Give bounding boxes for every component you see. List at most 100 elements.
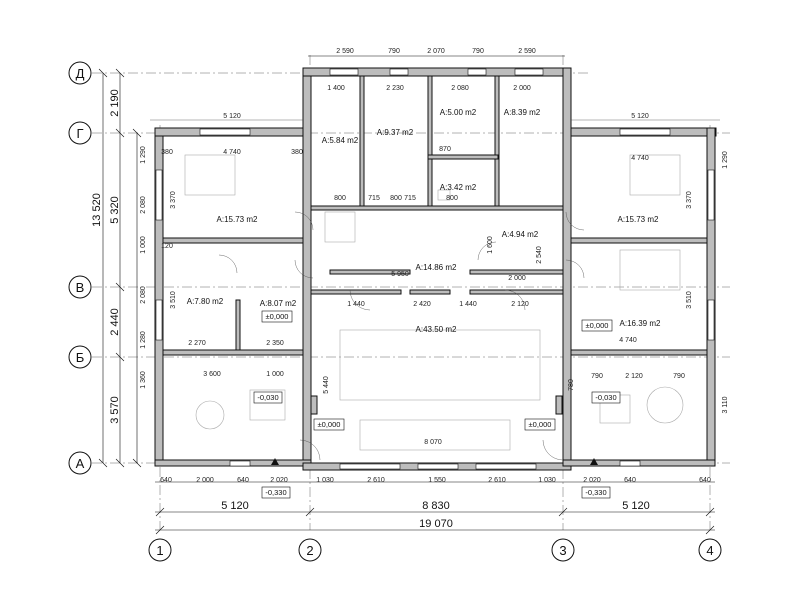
level-mark: ±0,000 <box>586 321 609 330</box>
dim-bottom-total: 19 070 <box>419 518 453 530</box>
room-area: A:7.80 m2 <box>187 297 224 306</box>
top-dimension-lines: 2 590 790 2 070 790 2 590 <box>308 48 565 57</box>
dim-b-a: 3 570 <box>109 396 121 424</box>
room-area: A:15.73 m2 <box>618 215 659 224</box>
axis-row-label: А <box>76 456 85 471</box>
furniture-hints <box>184 154 684 451</box>
dim-text: 1 600 <box>487 236 494 254</box>
small-dimensions: 5 120 5 120 4 740 4 740 1 400 2 230 2 08… <box>140 85 729 484</box>
axis-col-label: 1 <box>156 543 163 558</box>
level-mark: -0,030 <box>595 393 616 402</box>
dim-text: 3 510 <box>686 291 693 309</box>
dim-text: 5 120 <box>631 113 649 120</box>
dim-text: 2 080 <box>140 196 147 214</box>
dim-text: 2 080 <box>140 286 147 304</box>
dim-text: 3 510 <box>170 291 177 309</box>
dim-text: 2 610 <box>488 477 506 484</box>
dim-text: 2 270 <box>188 340 206 347</box>
dim-text: 2 120 <box>625 373 643 380</box>
axis-col-label: 2 <box>306 543 313 558</box>
dim-text: 4 740 <box>619 337 637 344</box>
dim-top: 2 070 <box>427 48 445 55</box>
dim-text: 640 <box>699 477 711 484</box>
room-area: A:9.37 m2 <box>377 128 414 137</box>
room-area: A:16.39 m2 <box>620 319 661 328</box>
room-area: A:43.50 m2 <box>416 325 457 334</box>
room-area: A:4.94 m2 <box>502 230 539 239</box>
dim-text: 3 110 <box>722 396 729 413</box>
exterior-walls <box>154 67 717 471</box>
axis-col-label: 3 <box>559 543 566 558</box>
dim-text: 2 120 <box>511 301 529 308</box>
axis-col-label: 4 <box>706 543 713 558</box>
dim-text: 380 <box>291 149 303 156</box>
dim-v-b: 2 440 <box>109 308 121 336</box>
dim-text: 3 370 <box>170 191 177 209</box>
room-area: A:14.86 m2 <box>416 263 457 272</box>
dim-text: 5 950 <box>391 271 409 278</box>
door-swings <box>218 211 585 461</box>
dim-text: 790 <box>673 373 685 380</box>
dim-bottom-1-2: 5 120 <box>221 500 249 512</box>
axis-row-label: Г <box>76 126 83 141</box>
dim-text: 5 440 <box>323 376 330 394</box>
dim-text: 120 <box>161 243 173 250</box>
dim-text: 1 550 <box>428 477 446 484</box>
dim-text: 1 400 <box>327 85 345 92</box>
dim-text: 4 740 <box>631 155 649 162</box>
column-axis-bubbles: 1 2 3 4 <box>148 538 722 562</box>
dim-top: 790 <box>388 48 400 55</box>
dim-text: 1 440 <box>459 301 477 308</box>
dim-g-v: 5 320 <box>109 196 121 224</box>
dim-text: 1 030 <box>538 477 556 484</box>
level-mark: ±0,000 <box>529 420 552 429</box>
dim-text: 715 <box>404 195 416 202</box>
dim-text: 2 020 <box>270 477 288 484</box>
bottom-dimension-lines: 5 120 8 830 5 120 19 070 <box>155 481 715 535</box>
dim-text: 1 000 <box>266 371 284 378</box>
dim-text: 1 280 <box>140 331 147 349</box>
dim-text: 2 000 <box>508 275 526 282</box>
dim-bottom-2-3: 8 830 <box>422 500 450 512</box>
room-area: A:8.07 m2 <box>260 299 297 308</box>
dim-total-vertical: 13 520 <box>91 193 103 227</box>
dim-text: 1 000 <box>140 236 147 254</box>
dim-text: 715 <box>368 195 380 202</box>
dim-text: 800 <box>334 195 346 202</box>
level-marks: ±0,000 ±0,000 -0,030 -0,030 ±0,000 ±0,00… <box>253 310 621 499</box>
dim-text: 1 290 <box>140 146 147 164</box>
dim-text: 1 030 <box>316 477 334 484</box>
dim-text: 800 <box>390 195 402 202</box>
dim-text: 2 540 <box>536 246 543 264</box>
dim-text: 2 000 <box>196 477 214 484</box>
dim-text: 800 <box>446 195 458 202</box>
axis-row-label: Д <box>76 66 85 81</box>
dim-text: 640 <box>160 477 172 484</box>
dim-text: 780 <box>568 379 575 391</box>
room-area: A:5.00 m2 <box>440 108 477 117</box>
dim-text: 5 120 <box>223 113 241 120</box>
dim-text: 2 610 <box>367 477 385 484</box>
dim-text: 790 <box>591 373 603 380</box>
dim-bottom-3-4: 5 120 <box>622 500 650 512</box>
axis-row-label: В <box>76 280 85 295</box>
level-mark: -0,330 <box>265 488 286 497</box>
interior-walls <box>162 75 708 415</box>
row-axis-bubbles: Д Г В Б А <box>68 61 92 475</box>
dim-text: 2 000 <box>513 85 531 92</box>
dim-text: 8 070 <box>424 439 442 446</box>
axis-row-label: Б <box>76 350 85 365</box>
room-area: A:15.73 m2 <box>217 215 258 224</box>
level-mark: ±0,000 <box>318 420 341 429</box>
room-area: A:5.84 m2 <box>322 136 359 145</box>
dim-text: 1 290 <box>722 151 729 169</box>
dim-top: 790 <box>472 48 484 55</box>
room-labels: A:5.84 m2 A:9.37 m2 A:5.00 m2 A:8.39 m2 … <box>187 108 661 334</box>
dim-text: 640 <box>624 477 636 484</box>
dim-top: 2 590 <box>518 48 536 55</box>
dim-text: 2 420 <box>413 301 431 308</box>
dim-text: 2 020 <box>583 477 601 484</box>
room-area: A:3.42 m2 <box>440 183 477 192</box>
dim-text: 1 360 <box>140 371 147 389</box>
